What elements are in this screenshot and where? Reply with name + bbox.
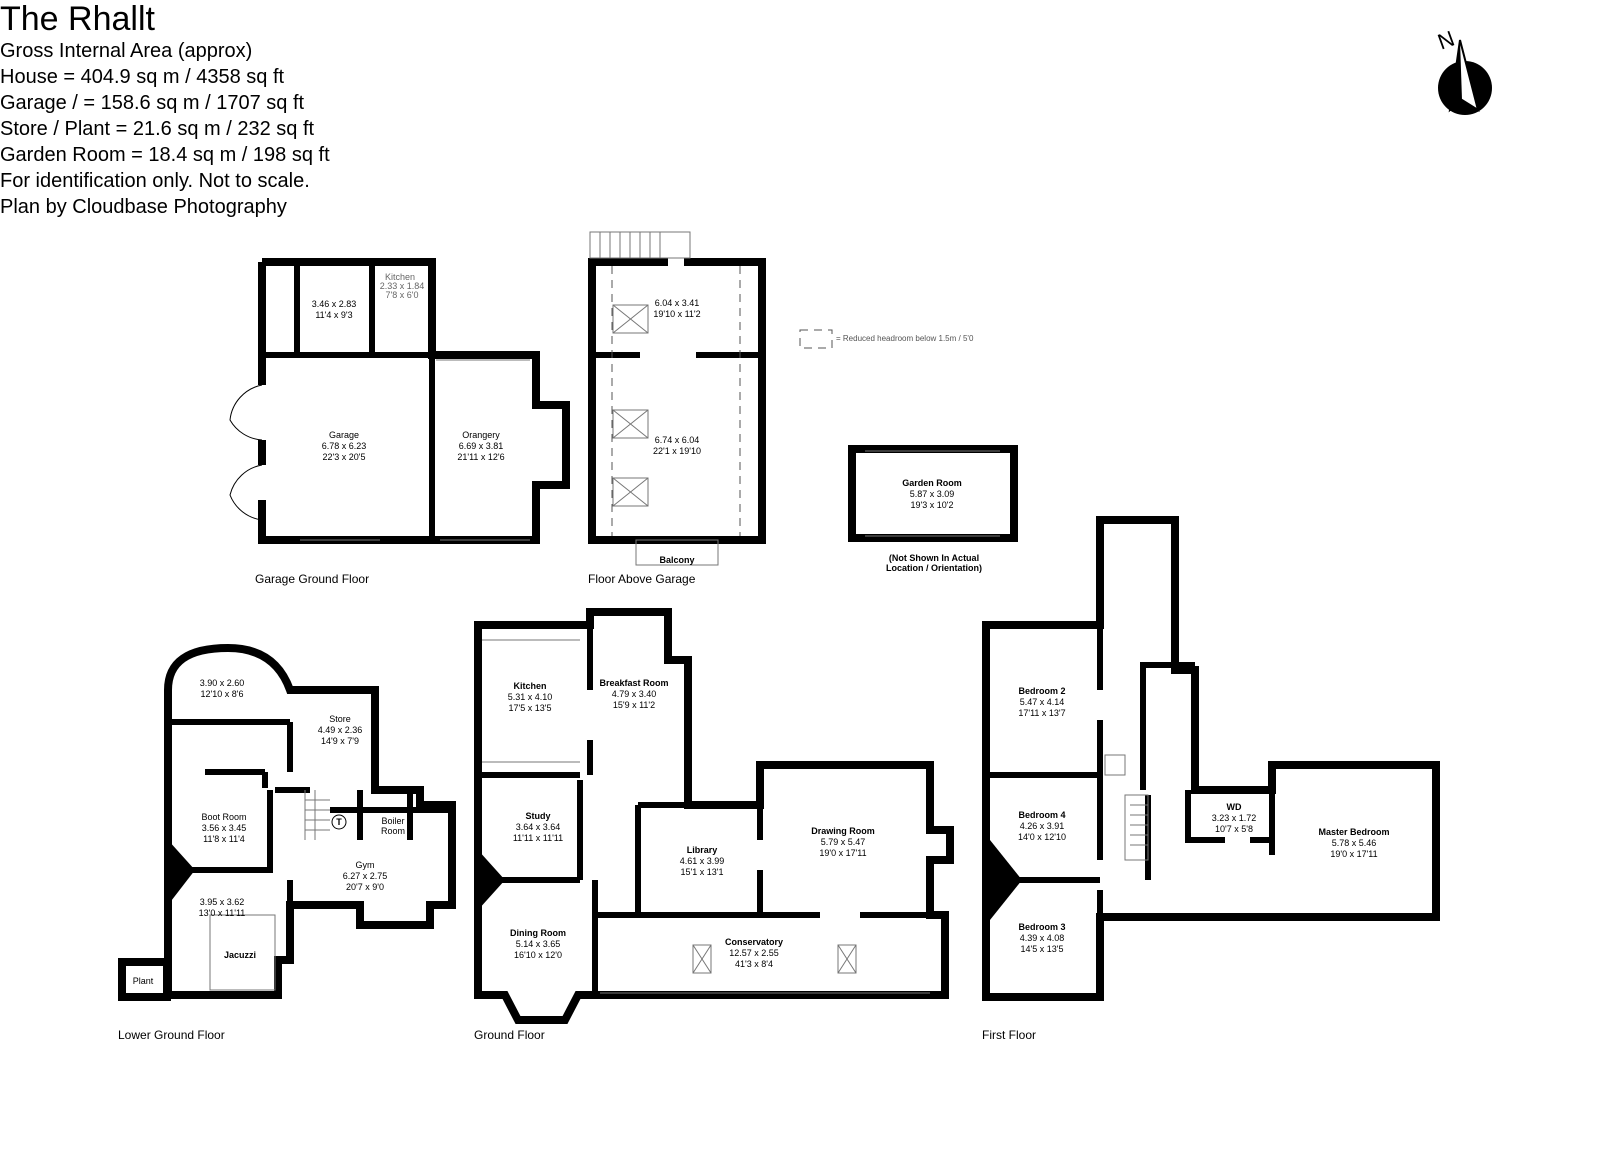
room-label: 14'9 x 7'9 xyxy=(321,736,359,746)
room-label: 5.47 x 4.14 xyxy=(1020,697,1065,707)
room-label: Kitchen xyxy=(385,272,415,282)
room-label: 19'10 x 11'2 xyxy=(653,309,700,319)
area-garage: Garage / = 158.6 sq m / 1707 sq ft xyxy=(0,92,305,114)
disclaimer: For identification only. Not to scale. xyxy=(0,170,310,192)
room-label: WD xyxy=(1227,802,1242,812)
room-label: 17'5 x 13'5 xyxy=(509,703,552,713)
floor-above-garage-plan: 6.04 x 3.41 19'10 x 11'2 6.74 x 6.04 22'… xyxy=(588,231,766,586)
room-label: Drawing Room xyxy=(811,826,875,836)
room-label: 15'1 x 13'1 xyxy=(681,867,724,877)
room-label: 21'11 x 12'6 xyxy=(457,452,504,462)
room-label: Gym xyxy=(356,860,375,870)
north-arrow-icon: N xyxy=(1434,26,1492,115)
room-label: 5.87 x 3.09 xyxy=(910,489,955,499)
room-label: 7'8 x 6'0 xyxy=(386,290,419,300)
north-label: N xyxy=(1434,26,1457,55)
room-label: 10'7 x 5'8 xyxy=(1215,824,1253,834)
room-label: 20'7 x 9'0 xyxy=(346,882,384,892)
room-label: 6.27 x 2.75 xyxy=(343,871,388,881)
header: The Rhallt Gross Internal Area (approx) … xyxy=(0,0,330,220)
room-label: Garage xyxy=(329,430,359,440)
room-label: 5.31 x 4.10 xyxy=(508,692,553,702)
room-label: 4.61 x 3.99 xyxy=(680,856,725,866)
room-label: 6.04 x 3.41 xyxy=(655,298,700,308)
room-label: Kitchen xyxy=(513,681,546,691)
room-label: 4.49 x 2.36 xyxy=(318,725,363,735)
headroom-legend: = Reduced headroom below 1.5m / 5'0 xyxy=(799,329,974,349)
room-label: 22'3 x 20'5 xyxy=(323,452,366,462)
room-label: Bedroom 4 xyxy=(1018,810,1065,820)
area-house: House = 404.9 sq m / 4358 sq ft xyxy=(0,66,285,88)
room-label: 14'5 x 13'5 xyxy=(1021,944,1064,954)
room-label: (Not Shown In Actual xyxy=(889,553,979,563)
room-label: 3.90 x 2.60 xyxy=(200,678,245,688)
room-label: 5.14 x 3.65 xyxy=(516,939,561,949)
room-label: 6.78 x 6.23 xyxy=(322,441,367,451)
room-label: Master Bedroom xyxy=(1318,827,1389,837)
room-label: 6.69 x 3.81 xyxy=(459,441,504,451)
room-label: 14'0 x 12'10 xyxy=(1018,832,1066,842)
room-label: 3.46 x 2.83 xyxy=(312,299,357,309)
room-label: Store xyxy=(329,714,351,724)
ground-floor-plan: Kitchen 5.31 x 4.10 17'5 x 13'5 Breakfas… xyxy=(474,608,954,1042)
room-label: Breakfast Room xyxy=(599,678,668,688)
area-garden-room: Garden Room = 18.4 sq m / 198 sq ft xyxy=(0,144,330,166)
room-label: Library xyxy=(687,845,718,855)
room-label: 19'3 x 10'2 xyxy=(911,500,954,510)
room-label: Study xyxy=(525,811,550,821)
room-label: Jacuzzi xyxy=(224,950,256,960)
room-label: Location / Orientation) xyxy=(886,563,982,573)
room-label: 11'4 x 9'3 xyxy=(315,310,352,320)
room-label: 13'0 x 11'11 xyxy=(199,908,246,918)
room-label: 4.79 x 3.40 xyxy=(612,689,657,699)
room-label: 41'3 x 8'4 xyxy=(735,959,773,969)
room-label: Orangery xyxy=(462,430,500,440)
room-label: Boot Room xyxy=(201,812,246,822)
room-label: 4.26 x 3.91 xyxy=(1020,821,1065,831)
room-label: 3.56 x 3.45 xyxy=(202,823,247,833)
room-label: Garden Room xyxy=(902,478,962,488)
caption-above-garage: Floor Above Garage xyxy=(588,572,696,586)
room-label: 3.64 x 3.64 xyxy=(516,822,561,832)
room-label: 12.57 x 2.55 xyxy=(729,948,779,958)
room-label: 19'0 x 17'11 xyxy=(1330,849,1377,859)
room-label: Boiler xyxy=(381,816,404,826)
caption-garage-ground: Garage Ground Floor xyxy=(255,572,369,586)
caption-first: First Floor xyxy=(982,1028,1036,1042)
room-label: 19'0 x 17'11 xyxy=(819,848,866,858)
room-label: Bedroom 3 xyxy=(1018,922,1065,932)
room-label: 17'11 x 13'7 xyxy=(1018,708,1065,718)
room-label: Balcony xyxy=(659,555,694,565)
room-label: T xyxy=(336,817,342,827)
plan-title: The Rhallt xyxy=(0,0,155,38)
room-label: 4.39 x 4.08 xyxy=(1020,933,1065,943)
room-label: 16'10 x 12'0 xyxy=(514,950,562,960)
room-label: Conservatory xyxy=(725,937,783,947)
first-floor-plan: Bedroom 2 5.47 x 4.14 17'11 x 13'7 Bedro… xyxy=(982,516,1440,1042)
room-label: 5.78 x 5.46 xyxy=(1332,838,1377,848)
room-label: 3.23 x 1.72 xyxy=(1212,813,1257,823)
caption-ground: Ground Floor xyxy=(474,1028,545,1042)
room-label: 2.33 x 1.84 xyxy=(380,281,425,291)
legend-text: = Reduced headroom below 1.5m / 5'0 xyxy=(836,334,974,343)
room-label: 11'8 x 11'4 xyxy=(203,834,245,844)
room-label: 12'10 x 8'6 xyxy=(201,689,244,699)
garage-ground-floor-plan: 3.46 x 2.83 11'4 x 9'3 Kitchen 2.33 x 1.… xyxy=(229,258,570,586)
area-store-plant: Store / Plant = 21.6 sq m / 232 sq ft xyxy=(0,118,315,140)
lower-ground-floor-plan: T 3.90 x 2.60 12'10 x 8'6 Store 4.49 x 2… xyxy=(118,643,456,1042)
room-label: 5.79 x 5.47 xyxy=(821,837,866,847)
caption-lower-ground: Lower Ground Floor xyxy=(118,1028,225,1042)
room-label: 3.95 x 3.62 xyxy=(200,897,245,907)
room-label: 6.74 x 6.04 xyxy=(655,435,700,445)
room-label: Plant xyxy=(133,976,154,986)
room-label: Room xyxy=(381,826,405,836)
room-label: 11'11 x 11'11 xyxy=(513,833,563,843)
garden-room-plan: Garden Room 5.87 x 3.09 19'3 x 10'2 (Not… xyxy=(848,445,1018,573)
room-label: 15'9 x 11'2 xyxy=(613,700,655,710)
area-heading: Gross Internal Area (approx) xyxy=(0,40,253,62)
credit: Plan by Cloudbase Photography xyxy=(0,196,287,218)
room-label: Bedroom 2 xyxy=(1018,686,1065,696)
room-label: Dining Room xyxy=(510,928,566,938)
room-label: 22'1 x 19'10 xyxy=(653,446,701,456)
